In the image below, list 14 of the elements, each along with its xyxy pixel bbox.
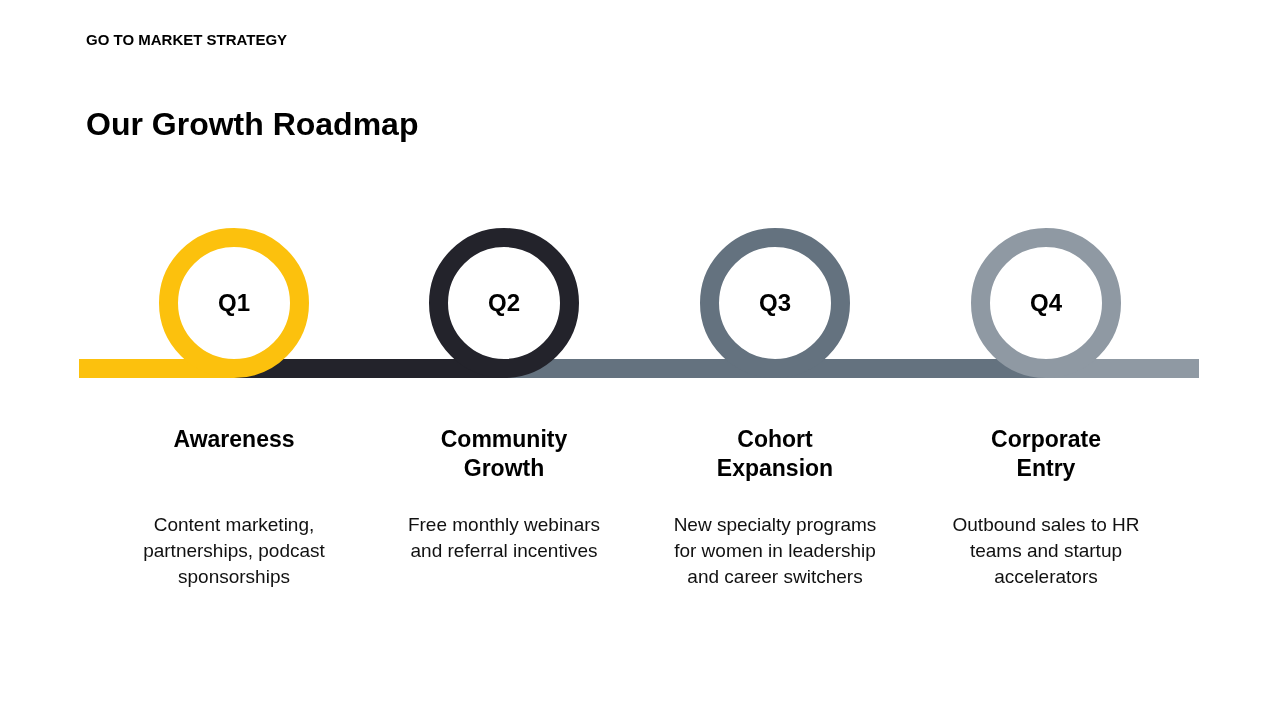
phase-description: Outbound sales to HR teams and startup accelerators: [951, 513, 1141, 589]
quarter-label: Q3: [759, 289, 791, 317]
phase-heading: Corporate Entry: [990, 425, 1102, 483]
slide-title: Our Growth Roadmap: [86, 106, 419, 143]
section-label: GO TO MARKET STRATEGY: [86, 31, 288, 48]
quarter-label: Q4: [1030, 289, 1062, 317]
phase-heading: Community Growth: [439, 425, 569, 483]
phase-description: New specialty programs for women in leadership and career switchers: [672, 513, 878, 589]
phase-heading: Cohort Expansion: [715, 425, 835, 483]
phase-heading: Awareness: [172, 425, 296, 454]
quarter-label: Q2: [488, 289, 520, 317]
quarter-label: Q1: [218, 289, 250, 317]
phase-description: Content marketing, partnerships, podcast sponsorships: [142, 513, 326, 589]
phase-description: Free monthly webinars and referral incentives: [406, 513, 602, 563]
